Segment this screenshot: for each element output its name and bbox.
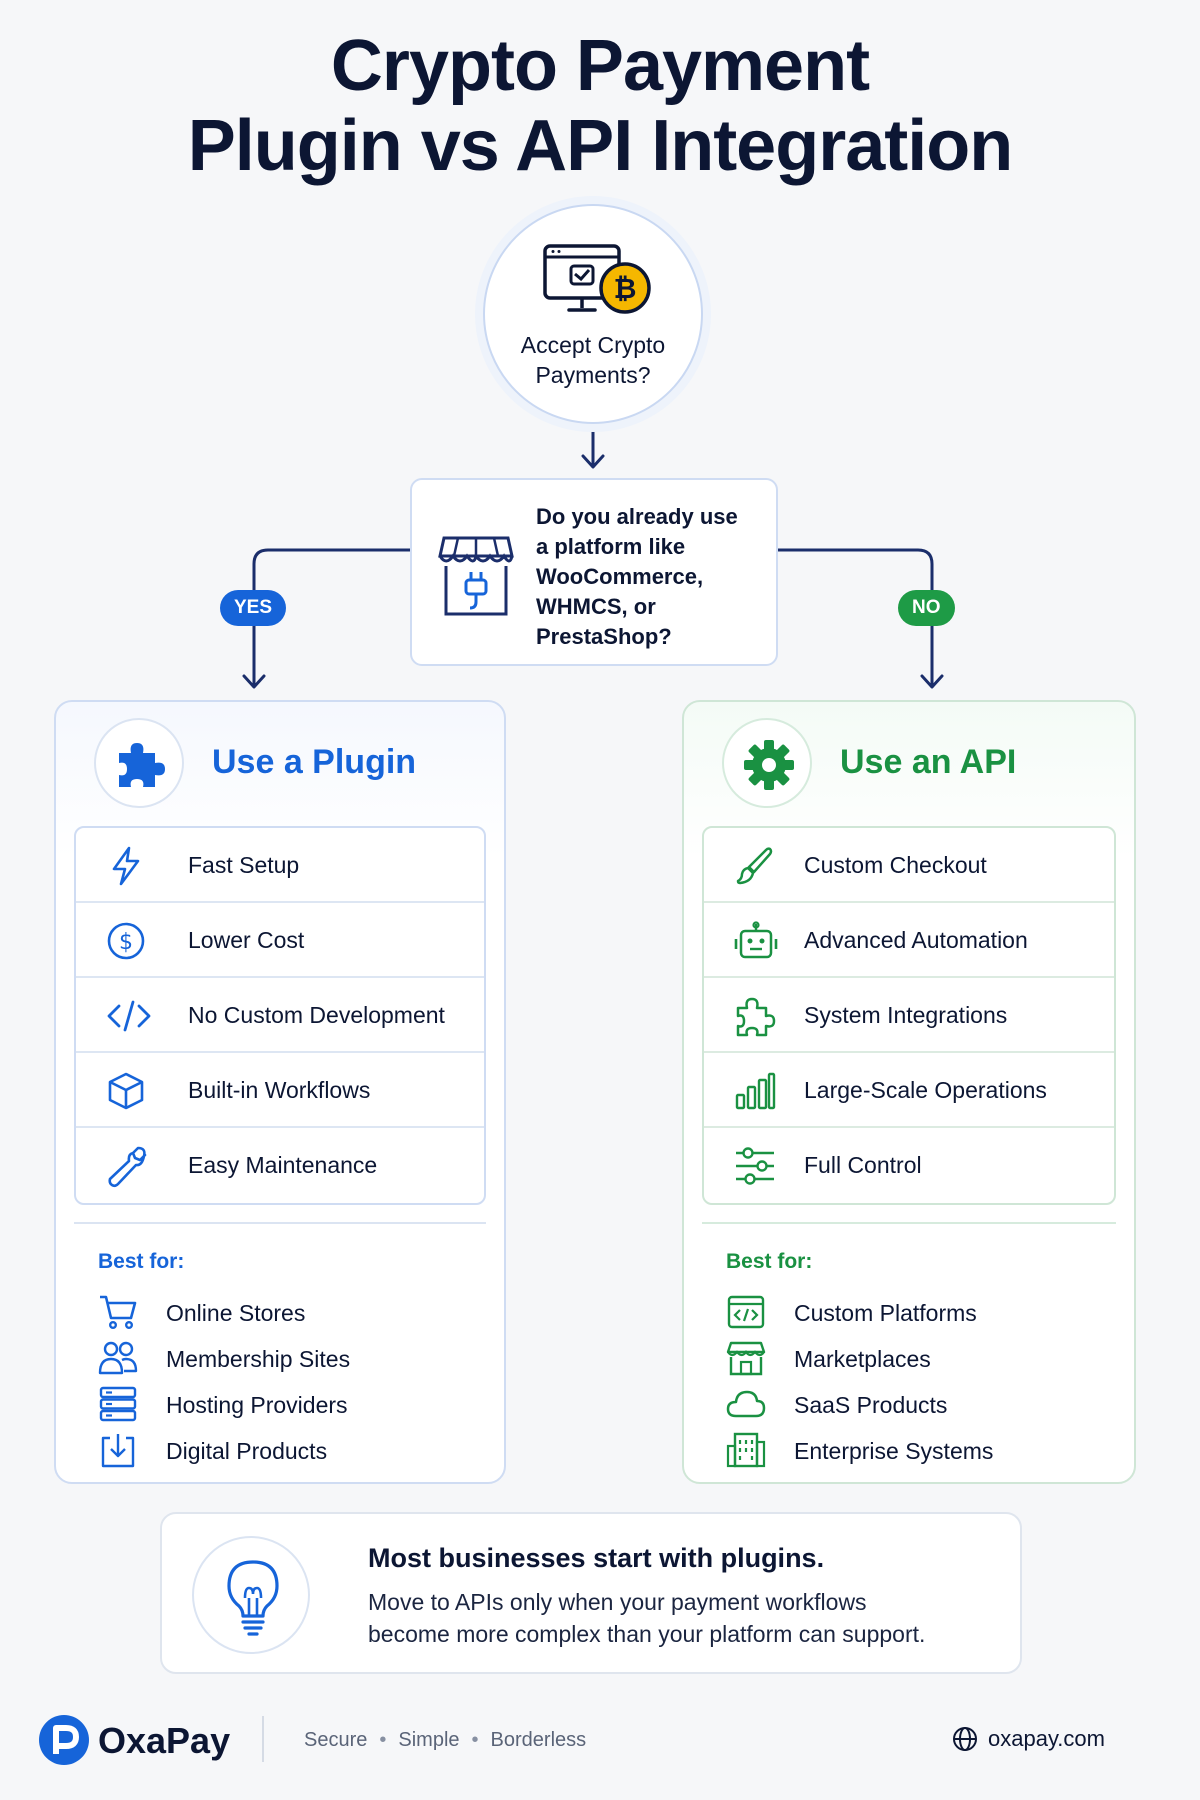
wrench-icon	[108, 1146, 147, 1188]
yes-badge: YES	[220, 590, 287, 626]
plugin-title: Use a Plugin	[212, 743, 417, 781]
dollar-circle-icon: $	[107, 922, 145, 960]
api-title: Use an API	[840, 743, 1017, 781]
plugin-features: Fast Setup $ Lower Cost No Custom Develo…	[74, 826, 486, 1205]
feature-system-integrations: System Integrations	[704, 978, 1114, 1053]
lightning-icon	[112, 846, 140, 886]
tip-heading: Most businesses start with plugins.	[368, 1543, 825, 1573]
best-for-marketplaces: Marketplaces	[726, 1338, 1114, 1384]
plugin-best-for-list: Online Stores Membership Sites Hosting P…	[98, 1292, 484, 1476]
best-for-digital-products: Digital Products	[98, 1430, 484, 1476]
recommendation-card: Most businesses start with plugins. Move…	[160, 1512, 1022, 1674]
api-panel: Use an API Custom Checkout Advanced Auto…	[682, 700, 1136, 1484]
question-text: Do you already use a platform like WooCo…	[536, 504, 738, 649]
svg-text:₿: ₿	[614, 272, 637, 305]
best-for-membership-sites: Membership Sites	[98, 1338, 484, 1384]
feature-built-in-workflows: Built-in Workflows	[76, 1053, 484, 1128]
best-for-label: Enterprise Systems	[794, 1438, 994, 1464]
best-for-custom-platforms: Custom Platforms	[726, 1292, 1114, 1338]
puzzle-icon	[119, 743, 165, 787]
feature-full-control: Full Control	[704, 1128, 1114, 1203]
start-node: ₿ Accept Crypto Payments?	[483, 204, 703, 424]
robot-icon	[734, 921, 778, 959]
best-for-enterprise-systems: Enterprise Systems	[726, 1430, 1114, 1476]
feature-label: System Integrations	[804, 1002, 1008, 1028]
no-badge: NO	[898, 590, 955, 626]
feature-label: Fast Setup	[188, 852, 300, 878]
panel-divider	[702, 1222, 1116, 1224]
globe-icon	[953, 1727, 977, 1751]
feature-easy-maintenance: Easy Maintenance	[76, 1128, 484, 1203]
footer-divider	[262, 1716, 264, 1762]
puzzle-outline-icon	[736, 997, 776, 1037]
feature-advanced-automation: Advanced Automation	[704, 903, 1114, 978]
crypto-checkout-icon: ₿	[543, 244, 651, 314]
plugin-icon-badge	[94, 718, 184, 808]
lightbulb-icon	[227, 1560, 279, 1636]
oxapay-logo-icon	[39, 1715, 89, 1765]
best-for-online-stores: Online Stores	[98, 1292, 484, 1338]
api-icon-badge	[722, 718, 812, 808]
svg-text:$: $	[119, 930, 133, 955]
panel-divider	[74, 1222, 486, 1224]
download-icon	[101, 1434, 135, 1468]
best-for-label: Membership Sites	[166, 1346, 351, 1372]
feature-label: Custom Checkout	[804, 852, 987, 878]
server-icon	[99, 1386, 137, 1422]
best-for-label: Marketplaces	[794, 1346, 931, 1372]
best-for-saas-products: SaaS Products	[726, 1384, 1114, 1430]
store-plug-icon	[438, 536, 514, 616]
best-for-label: Online Stores	[166, 1300, 306, 1326]
api-features: Custom Checkout Advanced Automation Syst…	[702, 826, 1116, 1205]
api-best-for-list: Custom Platforms Marketplaces SaaS Produ…	[726, 1292, 1114, 1476]
title-line-1: Crypto Payment	[330, 26, 870, 106]
feature-fast-setup: Fast Setup	[76, 828, 484, 903]
tip-body: Move to APIs only when your payment work…	[368, 1589, 926, 1647]
tagline: Secure•Simple•Borderless	[304, 1729, 587, 1751]
feature-label: Built-in Workflows	[188, 1077, 371, 1103]
start-label: Accept Crypto Payments?	[520, 332, 666, 388]
best-for-hosting-providers: Hosting Providers	[98, 1384, 484, 1430]
cart-icon	[100, 1295, 137, 1330]
cloud-icon	[726, 1390, 766, 1418]
brand-name: OxaPay	[98, 1720, 231, 1761]
storefront-icon	[726, 1341, 766, 1376]
code-icon	[107, 1000, 151, 1032]
tip-icon-badge	[192, 1536, 310, 1654]
feature-label: Lower Cost	[188, 927, 305, 953]
page-title: Crypto Payment Plugin vs API Integration	[0, 26, 1200, 186]
feature-label: No Custom Development	[188, 1002, 445, 1028]
bar-chart-icon	[735, 1072, 776, 1110]
plugin-best-for-label: Best for:	[98, 1250, 185, 1273]
best-for-label: Hosting Providers	[166, 1392, 348, 1418]
feature-label: Full Control	[804, 1152, 922, 1178]
feature-label: Easy Maintenance	[188, 1152, 378, 1178]
sliders-icon	[736, 1147, 774, 1185]
best-for-label: Digital Products	[166, 1438, 328, 1464]
building-icon	[726, 1432, 766, 1468]
feature-custom-checkout: Custom Checkout	[704, 828, 1114, 903]
gear-icon	[744, 740, 794, 790]
feature-no-custom-development: No Custom Development	[76, 978, 484, 1053]
feature-lower-cost: $ Lower Cost	[76, 903, 484, 978]
brush-icon	[736, 847, 773, 885]
plugin-panel: Use a Plugin Fast Setup $ Lower Cost No …	[54, 700, 506, 1484]
api-best-for-label: Best for:	[726, 1250, 813, 1273]
platform-question: Do you already use a platform like WooCo…	[410, 478, 778, 666]
users-icon	[98, 1341, 138, 1375]
title-line-2: Plugin vs API Integration	[187, 106, 1013, 186]
feature-large-scale-operations: Large-Scale Operations	[704, 1053, 1114, 1128]
box-icon	[108, 1072, 144, 1110]
feature-label: Advanced Automation	[804, 927, 1028, 953]
feature-label: Large-Scale Operations	[804, 1077, 1047, 1103]
best-for-label: SaaS Products	[794, 1392, 948, 1418]
code-window-icon	[727, 1295, 765, 1329]
website-link[interactable]: oxapay.com	[953, 1724, 1105, 1754]
best-for-label: Custom Platforms	[794, 1300, 977, 1326]
